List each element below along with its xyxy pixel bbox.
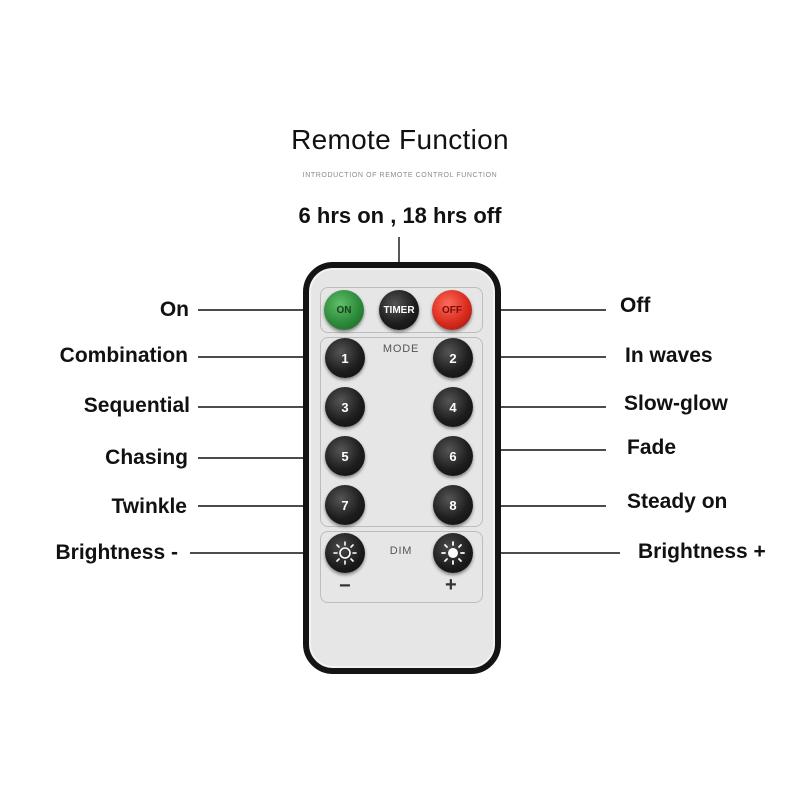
sun-dim-icon — [333, 541, 357, 565]
mode-label: MODE — [382, 343, 420, 355]
plus-sign: + — [445, 574, 457, 596]
dim-panel — [320, 531, 483, 603]
label-fade: Fade — [627, 436, 677, 459]
page-title: Remote Function — [291, 124, 509, 155]
label-brightness-minus: Brightness - — [55, 541, 178, 564]
label-sequential: Sequential — [83, 394, 190, 417]
mode-button-3[interactable]: 3 — [325, 387, 365, 427]
off-button[interactable]: OFF — [432, 290, 472, 330]
label-brightness-plus: Brightness + — [638, 540, 766, 563]
mode-button-8[interactable]: 8 — [433, 485, 473, 525]
mode-button-7[interactable]: 7 — [325, 485, 365, 525]
mode-button-1[interactable]: 1 — [325, 338, 365, 378]
timer-button[interactable]: TIMER — [379, 290, 419, 330]
label-steady-on: Steady on — [627, 490, 728, 513]
label-off: Off — [620, 294, 651, 317]
label-on: On — [159, 298, 189, 321]
on-button[interactable]: ON — [324, 290, 364, 330]
mode-button-6[interactable]: 6 — [433, 436, 473, 476]
label-slow-glow: Slow-glow — [624, 392, 728, 415]
timer-note: 6 hrs on , 18 hrs off — [298, 203, 502, 228]
minus-sign: − — [339, 575, 351, 597]
mode-button-4[interactable]: 4 — [433, 387, 473, 427]
label-in-waves: In waves — [625, 344, 713, 367]
label-twinkle: Twinkle — [111, 495, 187, 518]
label-chasing: Chasing — [105, 446, 188, 469]
brightness-up-button[interactable] — [433, 533, 473, 573]
label-combination: Combination — [59, 344, 188, 367]
brightness-down-button[interactable] — [325, 533, 365, 573]
power-panel — [320, 287, 483, 333]
sun-bright-icon — [441, 541, 465, 565]
dim-label: DIM — [389, 545, 413, 557]
page-subtitle: INTRODUCTION OF REMOTE CONTROL FUNCTION — [302, 172, 498, 179]
mode-panel — [320, 337, 483, 527]
mode-button-5[interactable]: 5 — [325, 436, 365, 476]
mode-button-2[interactable]: 2 — [433, 338, 473, 378]
